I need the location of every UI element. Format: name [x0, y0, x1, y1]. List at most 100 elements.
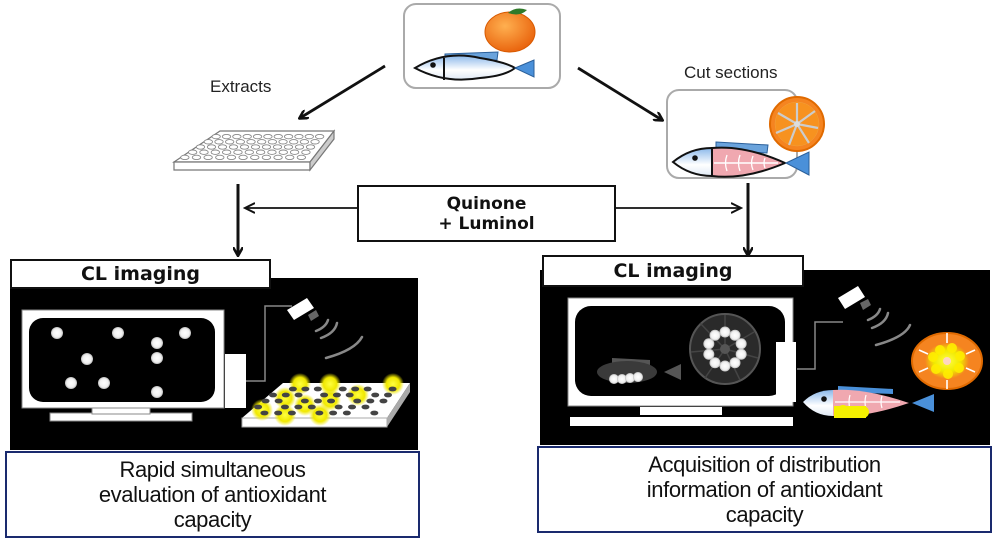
well	[215, 154, 225, 161]
well	[267, 139, 278, 145]
well	[334, 404, 343, 410]
left-result-line-3: capacity	[173, 507, 252, 532]
signal-dot	[151, 337, 163, 349]
microplate-icon	[172, 129, 336, 172]
glow-spot	[382, 373, 404, 395]
glowing-orange-slice-icon	[911, 332, 983, 390]
well	[232, 133, 242, 140]
left-monitor-icon	[21, 309, 246, 422]
left-camera-icon	[246, 298, 364, 382]
right-result-line-1: Acquisition of distribution	[648, 452, 881, 477]
well	[353, 398, 362, 404]
imaged-orange-slice-icon	[689, 313, 761, 385]
signal-dot	[735, 338, 747, 350]
well	[250, 154, 260, 161]
reagent-box: Quinone + Luminol	[357, 185, 616, 242]
well	[294, 144, 305, 150]
right-result-line-3: capacity	[725, 502, 804, 527]
well	[320, 392, 329, 398]
well	[180, 154, 190, 161]
left-cl-imaging-label: CL imaging	[10, 259, 271, 289]
signal-dot	[719, 326, 731, 338]
well	[294, 133, 304, 140]
signal-dot	[735, 348, 747, 360]
signal-dot	[729, 329, 741, 341]
well	[294, 392, 303, 398]
glowing-fish-section-icon	[803, 386, 934, 418]
well	[294, 404, 303, 410]
well	[338, 386, 347, 392]
well	[299, 139, 310, 145]
well	[263, 133, 273, 140]
well	[304, 133, 314, 140]
well	[273, 154, 283, 161]
well	[351, 386, 360, 392]
well	[285, 154, 295, 161]
well	[342, 410, 351, 416]
signal-dot	[81, 353, 93, 365]
well	[244, 149, 254, 155]
well	[366, 398, 375, 404]
well	[217, 144, 228, 150]
well	[288, 386, 297, 392]
right-cl-imaging-label: CL imaging	[542, 255, 804, 287]
well	[363, 386, 372, 392]
well	[278, 149, 288, 155]
well	[226, 154, 237, 161]
well	[268, 392, 277, 398]
well	[250, 144, 261, 150]
well	[257, 139, 267, 145]
well	[225, 139, 235, 145]
well	[278, 139, 288, 145]
well	[221, 133, 232, 140]
well	[310, 139, 320, 145]
glow-spot	[319, 373, 341, 395]
signal-dot	[709, 357, 721, 369]
well	[273, 133, 283, 140]
reagent-line-1: Quinone	[446, 193, 527, 214]
extracts-label: Extracts	[210, 77, 272, 96]
well	[305, 144, 316, 150]
arrow-to-cut-sections	[577, 66, 662, 120]
signal-dot	[112, 327, 124, 339]
well	[296, 154, 307, 161]
orange-slice-icon	[769, 96, 825, 152]
signal-dot	[151, 352, 163, 364]
reagent-line-2: + Luminol	[438, 213, 535, 234]
well	[283, 133, 294, 140]
left-result-box: Rapid simultaneous evaluation of antioxi…	[5, 451, 420, 538]
arrow-to-extracts	[300, 64, 386, 118]
well	[242, 133, 252, 140]
signal-dot	[709, 329, 721, 341]
well	[239, 144, 250, 150]
glow-spot	[274, 404, 296, 426]
well	[287, 410, 296, 416]
well	[254, 404, 263, 410]
well	[300, 398, 309, 404]
well	[267, 149, 277, 155]
well	[329, 410, 338, 416]
well	[252, 133, 263, 140]
imaged-fish-icon	[597, 358, 681, 384]
well	[233, 149, 243, 155]
well	[348, 404, 357, 410]
well	[188, 149, 198, 155]
well	[384, 392, 393, 398]
signal-dot	[719, 360, 731, 372]
well	[313, 398, 322, 404]
well	[379, 398, 388, 404]
glowing-microplate-icon	[241, 373, 410, 428]
well	[260, 410, 269, 416]
signal-dot	[729, 357, 741, 369]
well	[261, 144, 272, 150]
left-result-line-2: evaluation of antioxidant	[98, 482, 327, 507]
left-result-line-1: Rapid simultaneous	[119, 457, 306, 482]
signal-dot	[151, 386, 163, 398]
well	[274, 398, 283, 404]
well	[221, 149, 232, 155]
well	[283, 144, 294, 150]
well	[203, 139, 213, 145]
fish-section-icon	[671, 141, 810, 178]
well	[289, 149, 300, 155]
